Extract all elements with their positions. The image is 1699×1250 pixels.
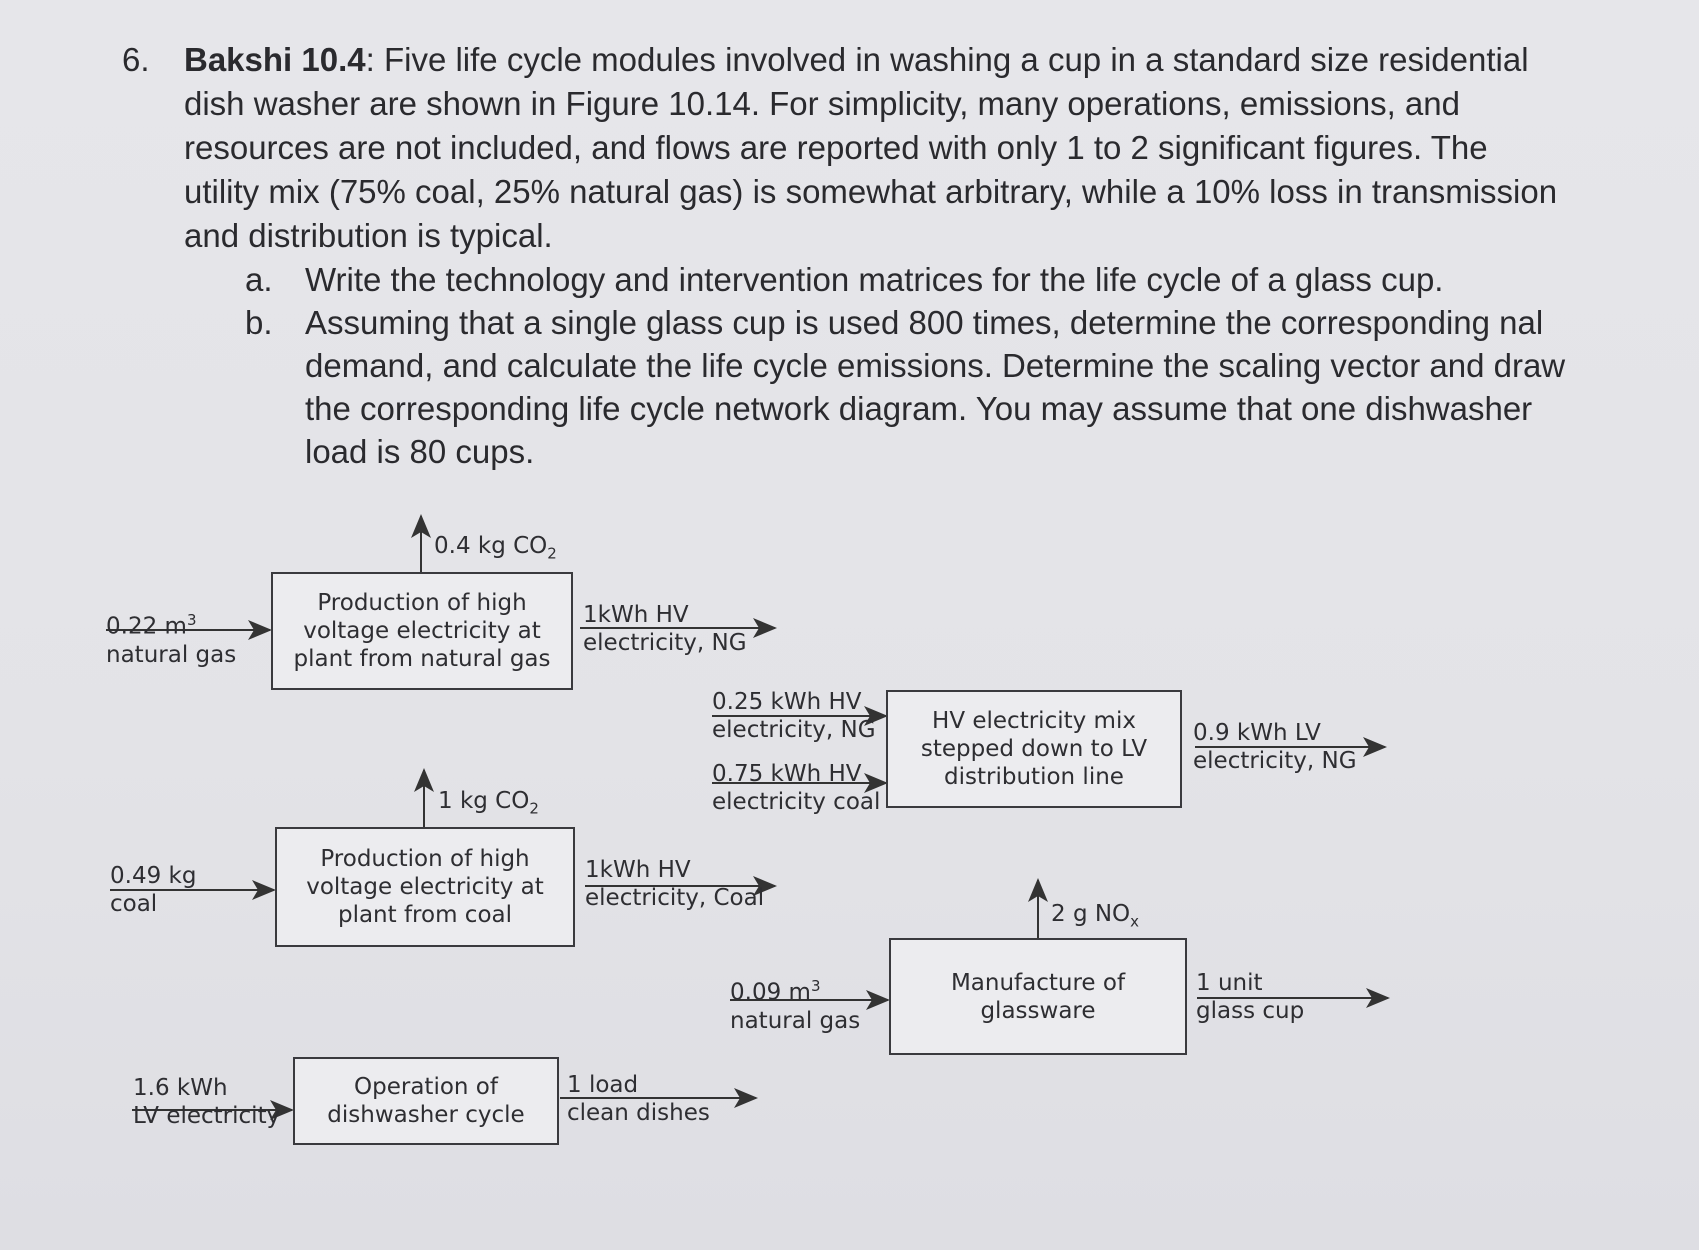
coal-plant-emission-label: 1 kg CO2: [438, 788, 539, 818]
part-b-label: b.: [245, 304, 273, 341]
part-a-text: Write the technology and intervention ma…: [305, 261, 1444, 298]
problem-text: : Five life cycle modules involved in wa…: [184, 41, 1558, 254]
problem-number: 6.: [122, 41, 150, 78]
part-b-text: Assuming that a single glass cup is used…: [305, 304, 1566, 470]
ng-plant-emission-label: 0.4 kg CO2: [434, 533, 557, 563]
glass-emission-label: 2 g NOx: [1051, 901, 1140, 931]
problem-title: Bakshi 10.4: [184, 41, 366, 78]
part-a-label: a.: [245, 261, 273, 298]
problem-body: Bakshi 10.4: Five life cycle modules inv…: [184, 38, 1564, 258]
